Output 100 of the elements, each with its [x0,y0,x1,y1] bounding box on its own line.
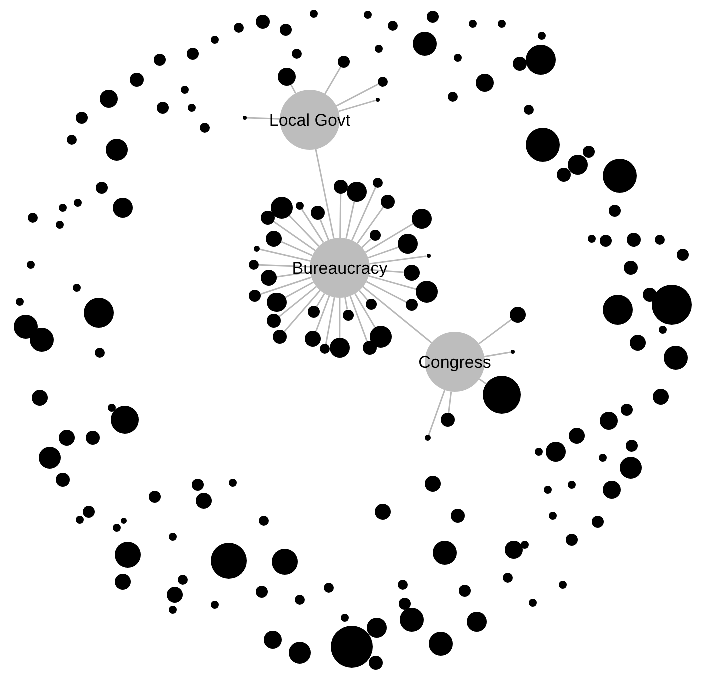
connector-line [350,296,368,342]
connector-line [362,286,432,344]
network-node [211,36,219,44]
network-node [373,178,384,188]
network-node [677,249,689,261]
network-node [526,45,556,75]
network-node [167,587,183,603]
network-node [254,246,260,252]
network-node [398,234,418,254]
network-node [113,198,133,218]
network-node [454,54,462,62]
network-node [483,376,521,414]
connector-line [290,84,297,94]
network-node [398,580,408,590]
network-node [448,92,458,102]
network-node [59,204,67,212]
network-node [264,631,282,649]
network-node [320,344,330,354]
network-node [370,230,381,242]
network-node [600,412,618,430]
connector-line [366,281,408,304]
connector-line [354,293,376,328]
network-node [192,479,204,491]
network-node [526,128,560,162]
connector-line [284,290,321,332]
network-node [86,431,100,445]
connector-line [448,392,452,414]
connector-line [324,66,342,94]
network-node [505,541,523,559]
network-node [426,254,431,258]
network-node [32,390,48,406]
connector-line [370,256,427,265]
network-node [603,159,637,193]
network-node [296,202,304,210]
network-node [375,45,383,53]
connector-line [368,275,416,290]
network-node [266,314,281,328]
network-node [256,586,268,598]
network-node [588,235,596,243]
network-node [341,614,349,622]
network-node [83,506,95,518]
network-node [211,601,219,609]
network-node [108,404,116,412]
network-node [157,102,169,114]
network-node [592,516,604,528]
network-node [305,331,322,348]
network-node [330,338,350,358]
network-node [627,233,641,247]
network-node [659,326,667,334]
network-node [367,618,387,638]
connector-line [484,352,512,358]
network-node [334,180,348,194]
network-node [295,595,305,605]
network-node [609,205,621,217]
network-node [256,15,270,29]
network-node [600,235,612,247]
network-node [84,298,114,328]
connector-line [478,319,512,345]
network-node [149,491,161,503]
network-node [113,524,121,532]
network-node [338,56,350,68]
network-node [620,457,642,479]
network-node [211,543,247,579]
connector-line [273,220,316,252]
node-label: Local Govt [269,112,351,128]
connector-line [289,215,320,247]
network-node [273,330,288,344]
network-node [459,585,471,597]
network-node [292,49,302,59]
connector-line [246,117,280,120]
network-node [626,440,638,452]
network-node [513,57,527,71]
network-node [267,292,287,312]
network-node [621,404,633,416]
network-node [399,598,411,610]
network-node [441,413,455,427]
network-node [467,612,487,632]
connector-line [315,149,335,239]
connector-line [365,223,414,254]
network-node [100,90,118,108]
network-node [425,476,441,492]
network-node [425,435,431,441]
network-node [624,261,638,275]
network-node [362,340,377,355]
network-node [234,23,244,33]
network-node [603,295,633,325]
network-node [154,54,166,66]
network-node [412,208,432,229]
network-node [16,298,24,306]
network-node [289,642,311,664]
network-node [511,350,515,354]
network-node [30,328,54,352]
network-node [413,32,437,56]
network-node [121,518,127,524]
network-node [652,285,692,325]
network-node [115,574,131,590]
network-node [56,221,64,229]
network-node [498,20,506,28]
network-node [115,542,141,568]
network-node [476,74,494,92]
